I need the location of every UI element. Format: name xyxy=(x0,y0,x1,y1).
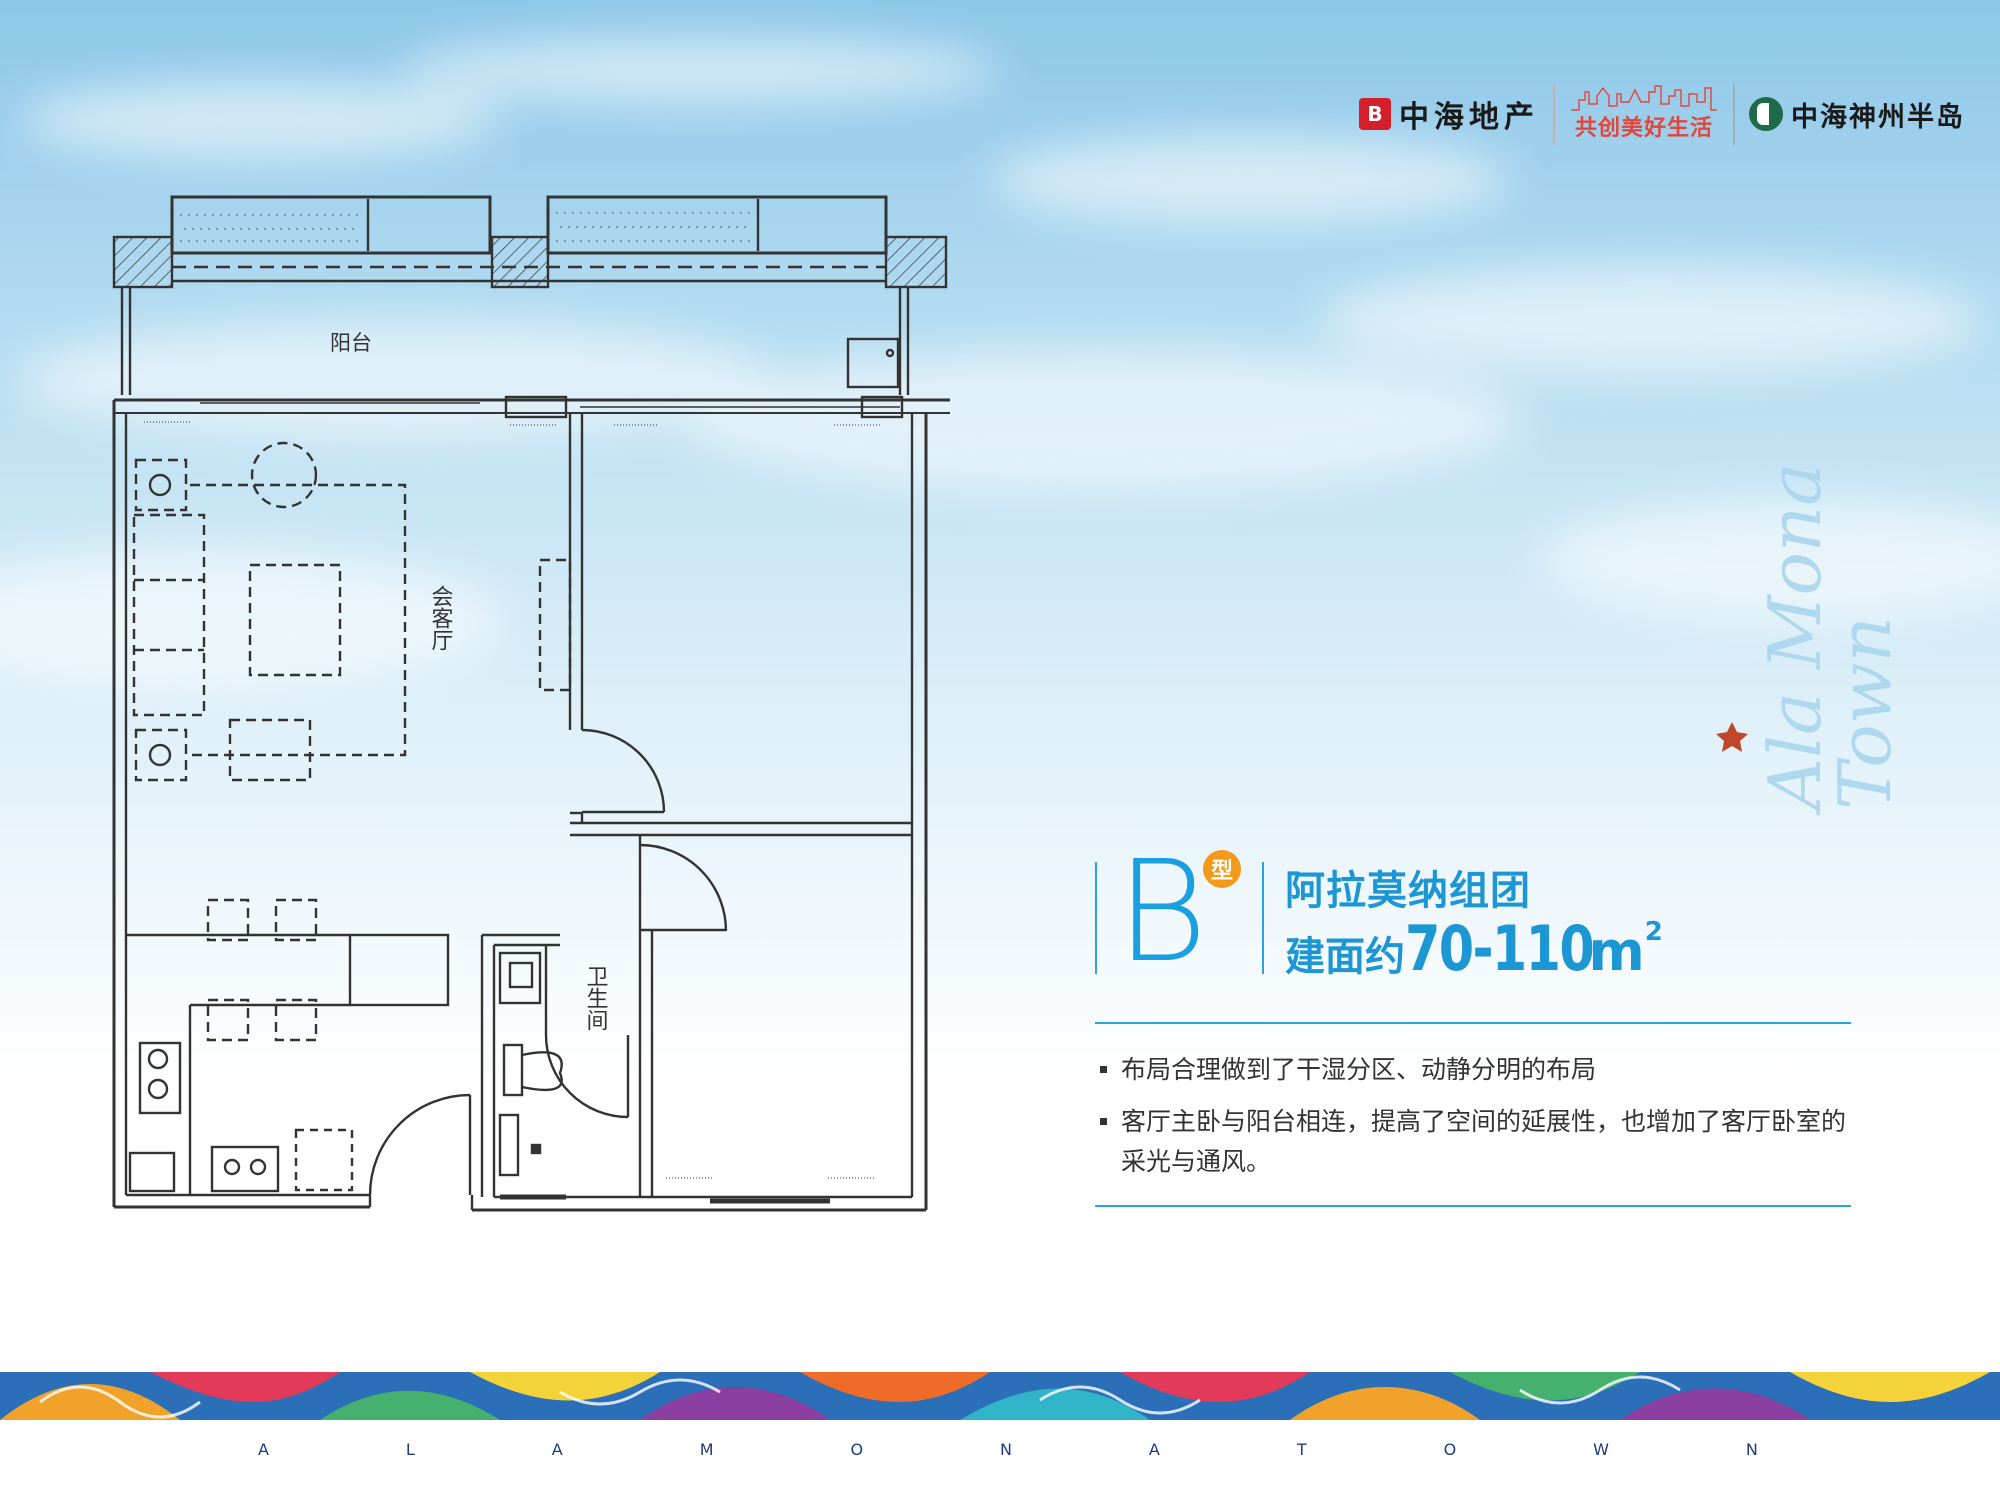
bathroom-label: 卫生间 xyxy=(583,965,608,1031)
feature-item: 客厅主卧与阳台相连，提高了空间的延展性，也增加了客厅卧室的采光与通风。 xyxy=(1100,1102,1860,1182)
footer-letter: N xyxy=(1000,1440,1012,1459)
feature-list: 布局合理做到了干湿分区、动静分明的布局 客厅主卧与阳台相连，提高了空间的延展性，… xyxy=(1100,1050,1880,1194)
svg-text:Ala Mona: Ala Mona xyxy=(1753,463,1837,816)
area-value: 70-110 xyxy=(1405,912,1595,985)
floor-plan: 阳台 会客厅 卫生间 xyxy=(112,195,950,1212)
svg-text:Town: Town xyxy=(1823,616,1907,810)
developer-logo-text: 中海地产 xyxy=(1399,100,1539,135)
slogan-text: 共创美好生活 xyxy=(1574,116,1713,141)
footer-letter: M xyxy=(699,1440,714,1459)
info-divider-right xyxy=(1262,862,1264,974)
footer-letter: T xyxy=(1296,1440,1307,1459)
svg-text:会客厅: 会客厅 xyxy=(428,585,454,651)
balcony-label: 阳台 xyxy=(330,331,372,355)
info-divider-left xyxy=(1095,862,1097,974)
project-logo-icon xyxy=(1749,97,1783,131)
footer-letter: N xyxy=(1745,1440,1758,1459)
unit-type-letter: B xyxy=(1116,831,1208,994)
developer-logo: B 中海地产 xyxy=(1345,82,1553,146)
footer-letter: O xyxy=(850,1440,864,1459)
header-logos: B 中海地产 共创美好生活 中海神州半岛 xyxy=(1345,82,1979,146)
footer-letter: L xyxy=(405,1440,415,1459)
logo-divider xyxy=(1553,83,1555,145)
area-power: 2 xyxy=(1644,917,1663,947)
footer-letter: A xyxy=(258,1440,269,1459)
slogan-block: 共创美好生活 xyxy=(1555,82,1733,146)
feature-item: 布局合理做到了干湿分区、动静分明的布局 xyxy=(1100,1050,1880,1090)
living-room-label: 会客厅 xyxy=(428,585,454,651)
starfish-icon xyxy=(1716,722,1748,752)
features-top-rule xyxy=(1095,1022,1851,1024)
bullet-icon xyxy=(1100,1118,1107,1125)
unit-type-badge: 型 xyxy=(1203,850,1241,888)
project-logo-text: 中海神州半岛 xyxy=(1791,101,1965,133)
area-prefix: 建面约 xyxy=(1285,934,1405,980)
svg-text:卫生间: 卫生间 xyxy=(583,965,608,1031)
decorative-pattern-strip xyxy=(0,1372,2000,1420)
project-logo: 中海神州半岛 xyxy=(1735,82,1979,146)
ala-mona-town-script: Ala Mona Town xyxy=(1716,463,1907,816)
footer-brand-letters: A L A M O N A T O W N xyxy=(258,1440,1758,1459)
area-unit: m xyxy=(1588,920,1645,983)
area-row: 建面约 70-110 m 2 xyxy=(1285,912,1663,985)
developer-logo-icon: B xyxy=(1359,98,1391,130)
features-bottom-rule xyxy=(1095,1205,1851,1207)
city-skyline-icon xyxy=(1571,85,1717,111)
group-name: 阿拉莫纳组团 xyxy=(1285,868,1531,914)
footer-letter: A xyxy=(551,1440,563,1459)
bullet-icon xyxy=(1100,1066,1107,1073)
logo-divider xyxy=(1733,83,1735,145)
footer-letter: A xyxy=(1148,1440,1160,1459)
footer-letter: W xyxy=(1593,1440,1609,1459)
footer-letter: O xyxy=(1443,1440,1457,1459)
